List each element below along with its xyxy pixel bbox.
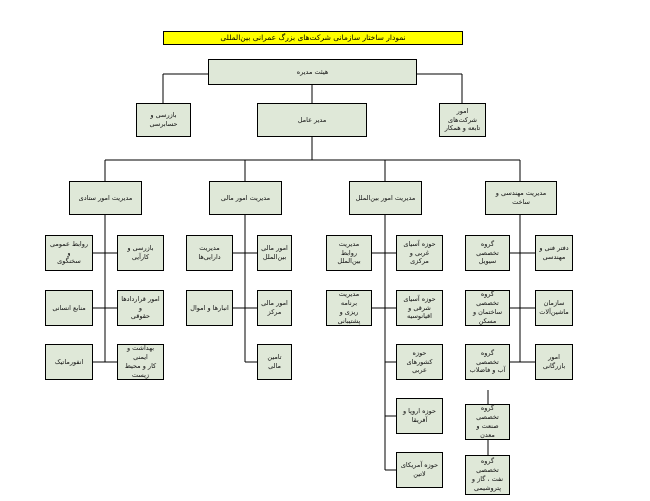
node-admin-hse: بهداشت و ایمنی کار و محیط زیست (117, 344, 164, 380)
node-intl-arab: حوزه کشورهای عربی (396, 344, 443, 380)
node-fin-assets: مدیریت دارایی‌ها (186, 235, 233, 271)
node-intl-asia-e: حوزه آسیای شرقی و اقیانوسیه (396, 290, 443, 326)
node-admin-hr: منابع انسانی (45, 290, 93, 326)
node-intl-asia-c: حوزه آسیای غربی و مرکزی (396, 235, 443, 271)
node-eng-civil: گروه تخصصی سیویل (465, 235, 510, 271)
node-board: هیئت مدیره (208, 59, 417, 85)
chart-title: نمودار ساختار سازمانی شرکت‌های بزرگ عمرا… (163, 31, 463, 45)
node-eng-machinery: سازمان ماشین‌آلات (535, 290, 573, 326)
node-finance: مدیریت امور مالی (209, 181, 282, 215)
node-subsidiaries: امور شرکت‌های تابعه و همکار (439, 103, 486, 137)
node-eng-oil: گروه تخصصی نفت ، گاز و پتروشیمی (465, 455, 510, 495)
node-audit: بازرسی و حسابرسی (136, 103, 191, 137)
node-eng-commerce: امور بازرگانی (535, 344, 573, 380)
node-admin-it: انفورماتیک (45, 344, 93, 380)
node-intl: مدیریت امور بین‌الملل (349, 181, 422, 215)
node-intl-eu: حوزه اروپا و آفریقا (396, 398, 443, 434)
node-eng-building: گروه تخصصی ساختمان و مسکن (465, 290, 510, 326)
node-admin-legal: امور قراردادها و حقوقی (117, 290, 164, 326)
node-admin-audit: بازرسی و کارآیی (117, 235, 164, 271)
node-eng-tech: دفتر فنی و مهندسی (535, 235, 573, 271)
node-fin-stores: انبارها و اموال (186, 290, 233, 326)
node-fin-intl: امور مالی بین‌الملل (257, 235, 292, 271)
node-admin: مدیریت امور ستادی (69, 181, 142, 215)
node-ceo: مدیر عامل (257, 103, 367, 137)
node-intl-rel: مدیریت روابط بین‌الملل (326, 235, 372, 271)
node-eng-industry: گروه تخصصی صنعت و معدن (465, 404, 510, 440)
node-admin-pr: روابط عمومی و سخنگوی (45, 235, 93, 271)
node-intl-latam: حوزه آمریکای لاتین (396, 452, 443, 488)
node-eng: مدیریت مهندسی و ساخت (485, 181, 557, 215)
node-eng-water: گروه تخصصی آب و فاضلاب (465, 344, 510, 380)
node-fin-supply: تامین مالی (257, 344, 292, 380)
node-fin-center: امور مالی مرکز (257, 290, 292, 326)
node-intl-plan: مدیریت برنامه ریزی و پشتیبانی (326, 290, 372, 326)
